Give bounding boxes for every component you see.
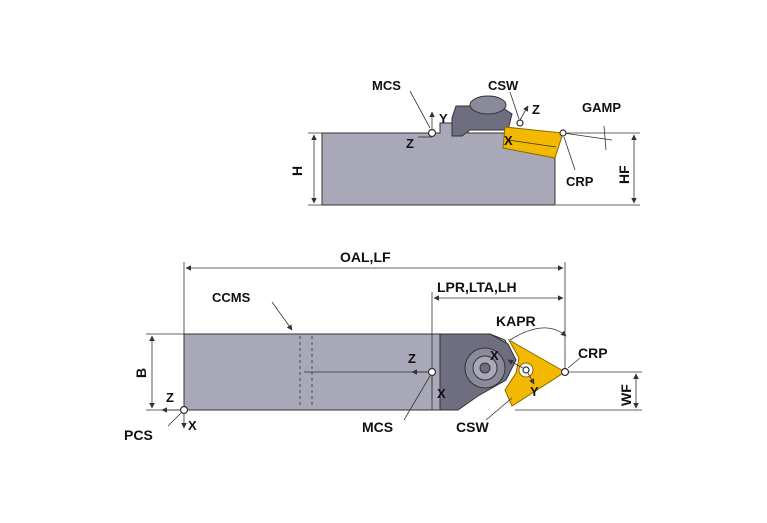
plan-view: OAL,LF LPR,LTA,LH CCMS B WF KAPR CRP [124,249,642,443]
label-gamp: GAMP [582,100,621,115]
label-x-mcs-plan: X [437,386,446,401]
label-x-csw-plan: X [490,348,499,363]
side-insert [502,126,564,159]
label-crp-plan: CRP [578,345,608,361]
label-csw-side: CSW [488,78,519,93]
crp-point-side [559,129,567,137]
plan-screw-inner [479,362,491,374]
label-kapr: KAPR [496,313,536,329]
label-hf: HF [616,165,632,184]
label-wf: WF [618,384,634,406]
mcs-point-side [427,128,437,138]
csw-point-plan [522,366,530,374]
label-pcs: PCS [124,427,153,443]
label-h: H [289,166,305,176]
label-y-csw-plan: Y [530,384,539,399]
csw-point-side [516,119,524,127]
label-ccms: CCMS [212,290,251,305]
label-x-pcs: X [188,418,197,433]
label-oal-lf: OAL,LF [340,249,391,265]
mcs-point-plan [427,367,437,377]
label-y-side: Y [439,111,448,126]
label-mcs-plan: MCS [362,419,393,435]
label-z-side: Z [406,136,414,151]
label-z-mcs-plan: Z [408,351,416,366]
label-x-csw-side: X [504,133,513,148]
pcs-point [179,405,189,415]
label-b: B [133,368,149,378]
side-view: H HF GAMP Y Z MCS Z X CSW CRP [289,78,640,206]
label-crp-side: CRP [566,174,594,189]
label-z-pcs: Z [166,390,174,405]
side-clamp-screw [469,95,507,115]
crp-point-plan [560,367,570,377]
side-shank-body [321,122,556,206]
label-csw-plan: CSW [456,419,489,435]
label-mcs-side: MCS [372,78,401,93]
label-lpr-lta-lh: LPR,LTA,LH [437,279,517,295]
label-z-csw-side: Z [532,102,540,117]
